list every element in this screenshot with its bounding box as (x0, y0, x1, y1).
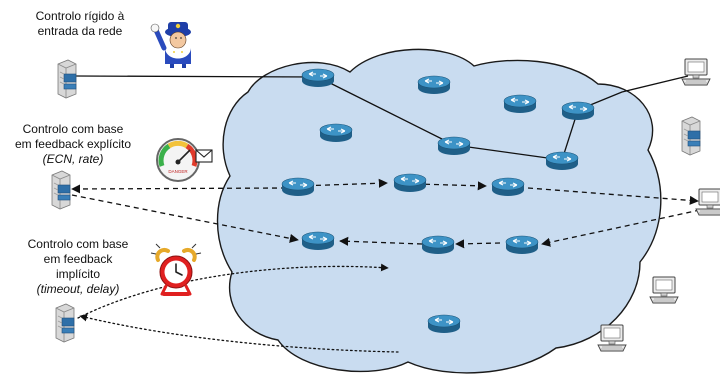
pressure-gauge-icon: DANGER (156, 138, 200, 182)
computer-icon (695, 188, 720, 216)
explicit-feedback-line-1: Controlo com base (22, 122, 124, 136)
alarm-clock-icon (150, 243, 202, 296)
server-icon (51, 170, 71, 210)
rigid-control-line-1: Controlo rígido à (35, 9, 125, 23)
implicit-feedback-line-3: implícito (55, 267, 100, 281)
computer-icon (649, 276, 679, 304)
implicit-feedback-arrows (77, 263, 399, 353)
server-icon (55, 303, 75, 343)
router-icon (491, 177, 525, 197)
police-officer-icon (150, 22, 191, 68)
router-icon (421, 235, 455, 255)
explicit-feedback-label: Controlo com base em feedback explícito … (2, 122, 144, 167)
explicit-feedback-examples: (ECN, rate) (42, 152, 104, 166)
implicit-feedback-label: Controlo com base em feedback implícito … (16, 237, 140, 297)
router-icon (393, 173, 427, 193)
router-icon (503, 94, 537, 114)
router-icon (319, 123, 353, 143)
computer-icon (597, 324, 627, 352)
server-icon (57, 59, 77, 99)
computer-icon (681, 58, 711, 86)
implicit-feedback-line-1: Controlo com base (27, 237, 129, 251)
router-icon (427, 314, 461, 334)
server-icon (681, 116, 701, 156)
router-icon (301, 231, 335, 251)
explicit-feedback-arrows (71, 178, 701, 249)
router-icon (281, 177, 315, 197)
explicit-feedback-line-2: em feedback explícito (14, 137, 132, 151)
implicit-feedback-line-2: em feedback (43, 252, 113, 266)
router-icon (545, 151, 579, 171)
router-icon (505, 235, 539, 255)
rigid-control-label: Controlo rígido à entrada da rede (20, 9, 140, 39)
router-icon (561, 101, 595, 121)
router-icon (417, 75, 451, 95)
implicit-feedback-examples: (timeout, delay) (36, 282, 120, 296)
router-icon (437, 136, 471, 156)
router-icon (301, 68, 335, 88)
gauge-danger-text: DANGER (168, 169, 188, 174)
rigid-control-line-2: entrada da rede (37, 24, 123, 38)
envelope-icon (195, 149, 213, 163)
